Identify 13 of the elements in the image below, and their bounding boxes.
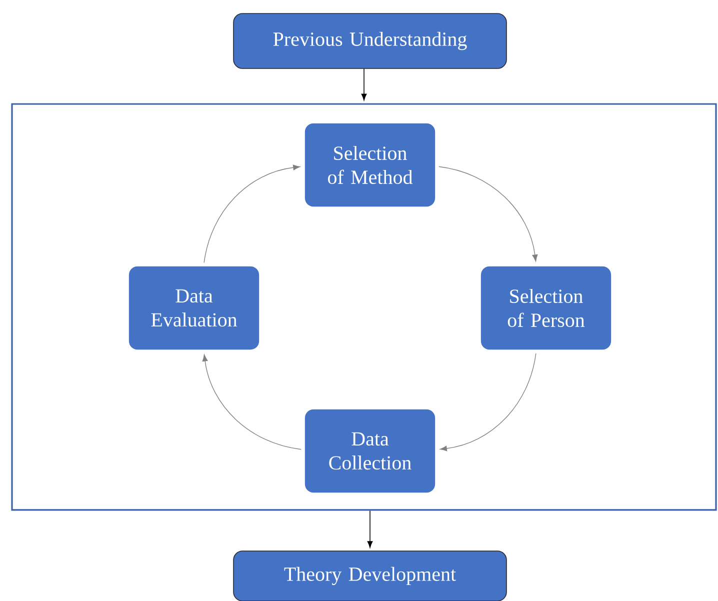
stage-box: Theory Development	[233, 550, 507, 601]
process-box: Data Collection	[304, 408, 436, 494]
cycle-frame	[11, 103, 717, 511]
arrow	[361, 68, 367, 100]
arrow	[202, 354, 302, 450]
arrow	[438, 166, 538, 262]
arrow	[204, 164, 300, 263]
process-box: Selection of Person	[480, 266, 612, 350]
arrow	[367, 510, 373, 548]
process-box: Data Evaluation	[128, 266, 260, 350]
process-box: Selection of Method	[304, 122, 436, 208]
arrow	[440, 353, 536, 452]
stage-box: Previous Understanding	[233, 13, 507, 69]
